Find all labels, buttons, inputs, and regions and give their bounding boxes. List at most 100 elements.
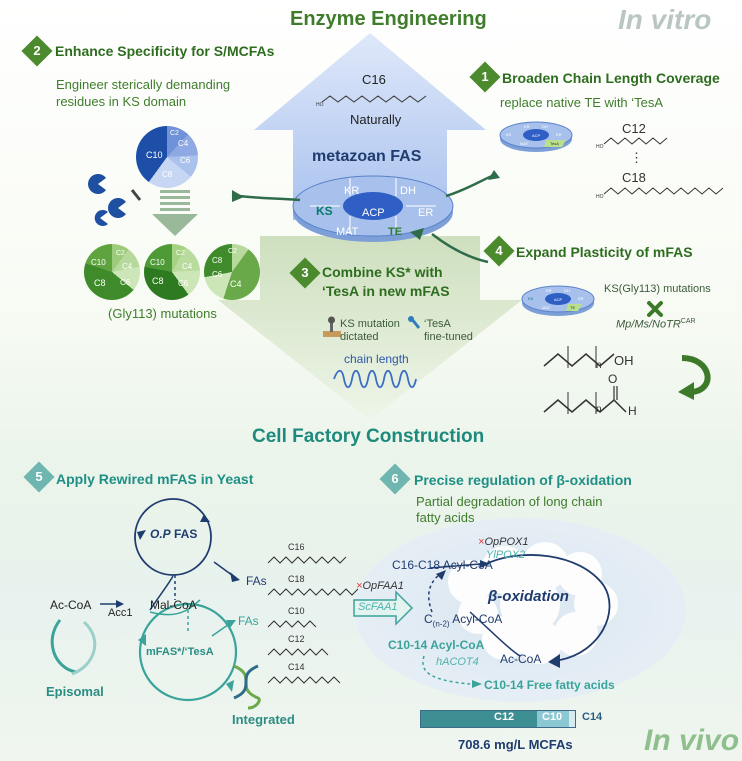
hacot4-label: hACOT4 bbox=[436, 656, 479, 668]
te-domain: TE bbox=[388, 226, 403, 238]
ks-domain: KS bbox=[316, 204, 333, 218]
metazoan-fas-label: metazoan FAS bbox=[312, 148, 422, 165]
n1-label: n bbox=[596, 360, 602, 371]
dots-label: ⋮ bbox=[630, 150, 643, 165]
in-vivo-label: In vivo bbox=[644, 724, 740, 757]
svg-text:MAT: MAT bbox=[520, 141, 529, 146]
page-title: Enzyme Engineering bbox=[290, 8, 487, 30]
dh-domain: DH bbox=[400, 185, 416, 197]
svg-text:TE: TE bbox=[570, 305, 575, 310]
pie-top-c8: C8 bbox=[162, 170, 173, 179]
fatty-aldehyde-structure bbox=[543, 386, 627, 414]
svg-text:ER: ER bbox=[556, 132, 562, 137]
beta-oxidation-label: β-oxidation bbox=[488, 588, 569, 605]
beta-acetyl-coa: Ac-CoA bbox=[500, 652, 542, 666]
step3-number: 3 bbox=[301, 265, 309, 280]
c18-chain-icon: HO bbox=[596, 187, 724, 200]
pie-top-c2: C2 bbox=[170, 130, 179, 137]
free-fatty-acids: C10-14 Free fatty acids bbox=[484, 678, 615, 692]
cn2-sub: (n-2) bbox=[432, 619, 450, 629]
step1-title: Broaden Chain Length Coverage bbox=[502, 70, 720, 86]
h-label: H bbox=[628, 404, 637, 418]
step5-number: 5 bbox=[35, 469, 43, 484]
integrated-label: Integrated bbox=[232, 712, 295, 727]
bar-label-c12: C12 bbox=[494, 711, 515, 723]
fas-output-1: FAs bbox=[246, 574, 267, 588]
cross-icon bbox=[647, 301, 663, 317]
step4-number: 4 bbox=[495, 243, 503, 258]
chain-c18-icon bbox=[267, 588, 359, 596]
pie-top-c6: C6 bbox=[180, 156, 191, 165]
pie-a-c8: C8 bbox=[94, 278, 106, 288]
episomal-label: Episomal bbox=[46, 684, 104, 699]
opfas-italic: O.P bbox=[150, 527, 171, 541]
step1-number: 1 bbox=[481, 69, 489, 84]
chain-c10-icon bbox=[267, 620, 317, 628]
pie-top-c10: C10 bbox=[146, 150, 163, 160]
improve-arrow bbox=[152, 190, 198, 236]
pie-b-c10: C10 bbox=[150, 258, 165, 267]
pie-a-c10: C10 bbox=[91, 258, 106, 267]
lever-icon bbox=[323, 316, 341, 337]
cn2-rest: Acyl-CoA bbox=[449, 612, 503, 626]
ylpox2-label: YlPOX2 bbox=[486, 549, 526, 561]
bar-segment-c10 bbox=[537, 711, 569, 727]
mfas-tesa-label: mFAS*/‘TesA bbox=[146, 646, 214, 658]
naturally-label: Naturally bbox=[350, 112, 402, 127]
opfaa1-label: ×OpFAA1 bbox=[356, 580, 404, 592]
step6-number: 6 bbox=[391, 471, 399, 486]
acc1-label: Acc1 bbox=[108, 607, 133, 619]
svg-text:KS: KS bbox=[528, 296, 534, 301]
chain-length-spring bbox=[333, 369, 417, 389]
svg-text:DH: DH bbox=[564, 288, 570, 293]
o-label: O bbox=[608, 372, 618, 386]
pie-a-c4: C4 bbox=[122, 262, 133, 271]
up-arrow-shape bbox=[254, 33, 486, 220]
step2-mutations: (Gly113) mutations bbox=[108, 306, 217, 321]
in-vitro-label: In vitro bbox=[618, 4, 712, 35]
svg-text:HO: HO bbox=[596, 194, 604, 200]
conversion-arrow bbox=[678, 355, 711, 400]
step4-mutations: KS(Gly113) mutations bbox=[604, 283, 711, 295]
chain-c18: C18 bbox=[288, 574, 305, 584]
opfas-label: O.P FAS bbox=[150, 527, 197, 541]
step4-enzymes-main: Mp/Ms/NoTR bbox=[616, 318, 681, 331]
svg-text:ER: ER bbox=[578, 296, 584, 301]
c12-label: C12 bbox=[622, 121, 646, 136]
pie-c-c2: C2 bbox=[228, 248, 237, 255]
step4-enzymes-sup: CAR bbox=[680, 318, 696, 325]
opfaa1-text: OpFAA1 bbox=[362, 580, 404, 592]
svg-text:KR: KR bbox=[546, 288, 552, 293]
bar-label-c14: C14 bbox=[582, 711, 603, 723]
opfaa1-cross: × bbox=[356, 580, 363, 592]
step1-desc: replace native TE with ‘TesA bbox=[500, 95, 664, 110]
pie-mutant-c bbox=[204, 244, 260, 300]
step3-title-line1: Combine KS* with bbox=[322, 264, 443, 280]
c1014-acylcoa: C10-14 Acyl-CoA bbox=[388, 638, 485, 652]
svg-text:TesA: TesA bbox=[550, 141, 559, 146]
pie-mutant-b bbox=[144, 244, 200, 300]
step6-desc-line2: fatty acids bbox=[416, 510, 475, 525]
bar-total-label: 708.6 mg/L MCFAs bbox=[458, 737, 573, 752]
chain-c16: C16 bbox=[288, 542, 305, 552]
chain-c12: C12 bbox=[288, 634, 305, 644]
c16-label: C16 bbox=[362, 72, 386, 87]
acetyl-coa: Ac-CoA bbox=[50, 598, 92, 612]
oppox1-label: ×OpPOX1 bbox=[478, 536, 528, 548]
pie-a-c6: C6 bbox=[120, 278, 131, 287]
n2-label: n bbox=[596, 404, 602, 415]
malonyl-coa: Mal-CoA bbox=[150, 598, 197, 612]
step6-title: Precise regulation of β-oxidation bbox=[414, 472, 632, 488]
svg-text:ACP: ACP bbox=[532, 133, 541, 138]
step2-title: Enhance Specificity for S/MCFAs bbox=[55, 43, 275, 59]
c16c18-acylcoa: C16-C18 Acyl-CoA bbox=[392, 558, 493, 572]
svg-text:DH: DH bbox=[542, 124, 548, 129]
chain-c12-icon bbox=[267, 648, 329, 656]
oppox1-cross: × bbox=[478, 536, 485, 548]
pie-b-c2: C2 bbox=[176, 250, 185, 257]
c16-chain-icon: HO bbox=[316, 95, 427, 108]
